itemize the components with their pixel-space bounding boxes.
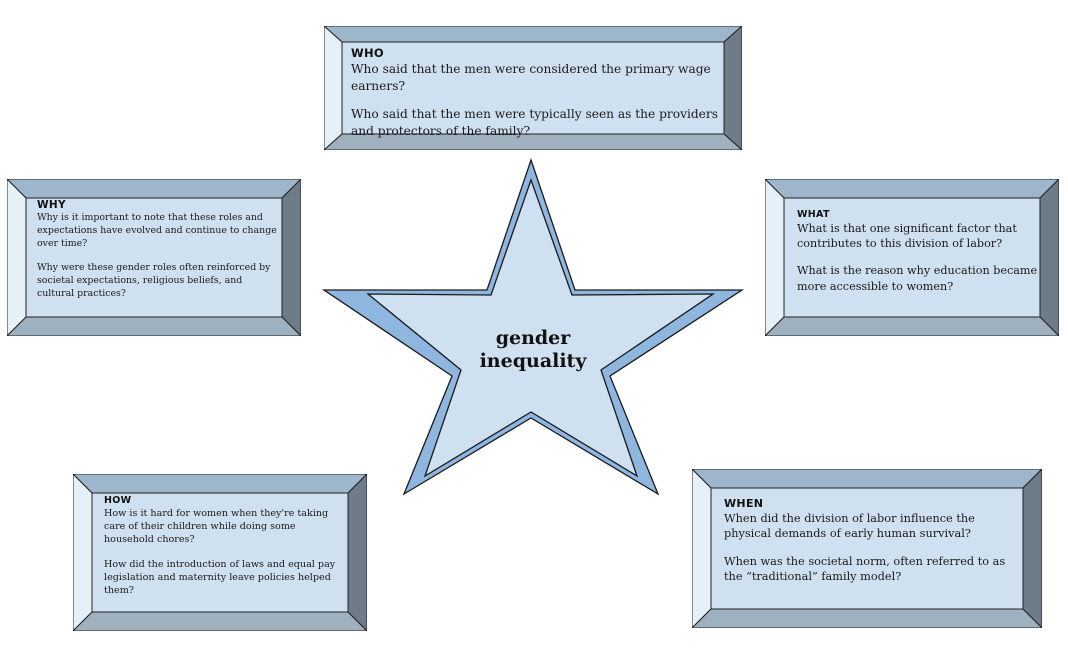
when-question-2: When was the societal norm, often referr…: [724, 554, 1006, 584]
when-title: WHEN: [724, 497, 764, 510]
what-question-2: What is the reason why education became …: [797, 264, 1038, 293]
when-box-frame: [692, 469, 1042, 628]
why-title: WHY: [37, 199, 66, 211]
center-title-line1: gender: [495, 327, 571, 349]
star-inner: [366, 178, 716, 478]
why-question-2: Why were these gender roles often reinfo…: [37, 262, 271, 299]
who-box: WHO Who said that the men were considere…: [324, 26, 742, 150]
who-question-2: Who said that the men were typically see…: [351, 107, 718, 138]
how-title: HOW: [104, 495, 132, 506]
what-title: WHAT: [797, 209, 830, 220]
how-question-2: How did the introduction of laws and equ…: [104, 559, 336, 597]
what-question-1: What is that one significant factor that…: [797, 222, 1017, 251]
who-box-frame: [324, 26, 742, 150]
when-box: WHEN When did the division of labor infl…: [692, 469, 1042, 628]
center-title: gender inequality: [438, 327, 628, 373]
how-question-1: How is it hard for women when they're ta…: [104, 508, 329, 546]
who-title: WHO: [351, 46, 384, 60]
how-box: HOW How is it hard for women when they'r…: [73, 474, 367, 631]
what-box: WHAT What is that one significant factor…: [765, 179, 1059, 336]
center-title-line2: inequality: [479, 350, 587, 372]
why-question-1: Why is it important to note that these r…: [37, 212, 277, 249]
who-question-1: Who said that the men were considered th…: [351, 62, 711, 93]
why-box-frame: [7, 179, 301, 336]
how-box-frame: [73, 474, 367, 631]
what-box-frame: [765, 179, 1059, 336]
when-question-1: When did the division of labor influence…: [724, 512, 975, 541]
why-box: WHY Why is it important to note that the…: [7, 179, 301, 336]
